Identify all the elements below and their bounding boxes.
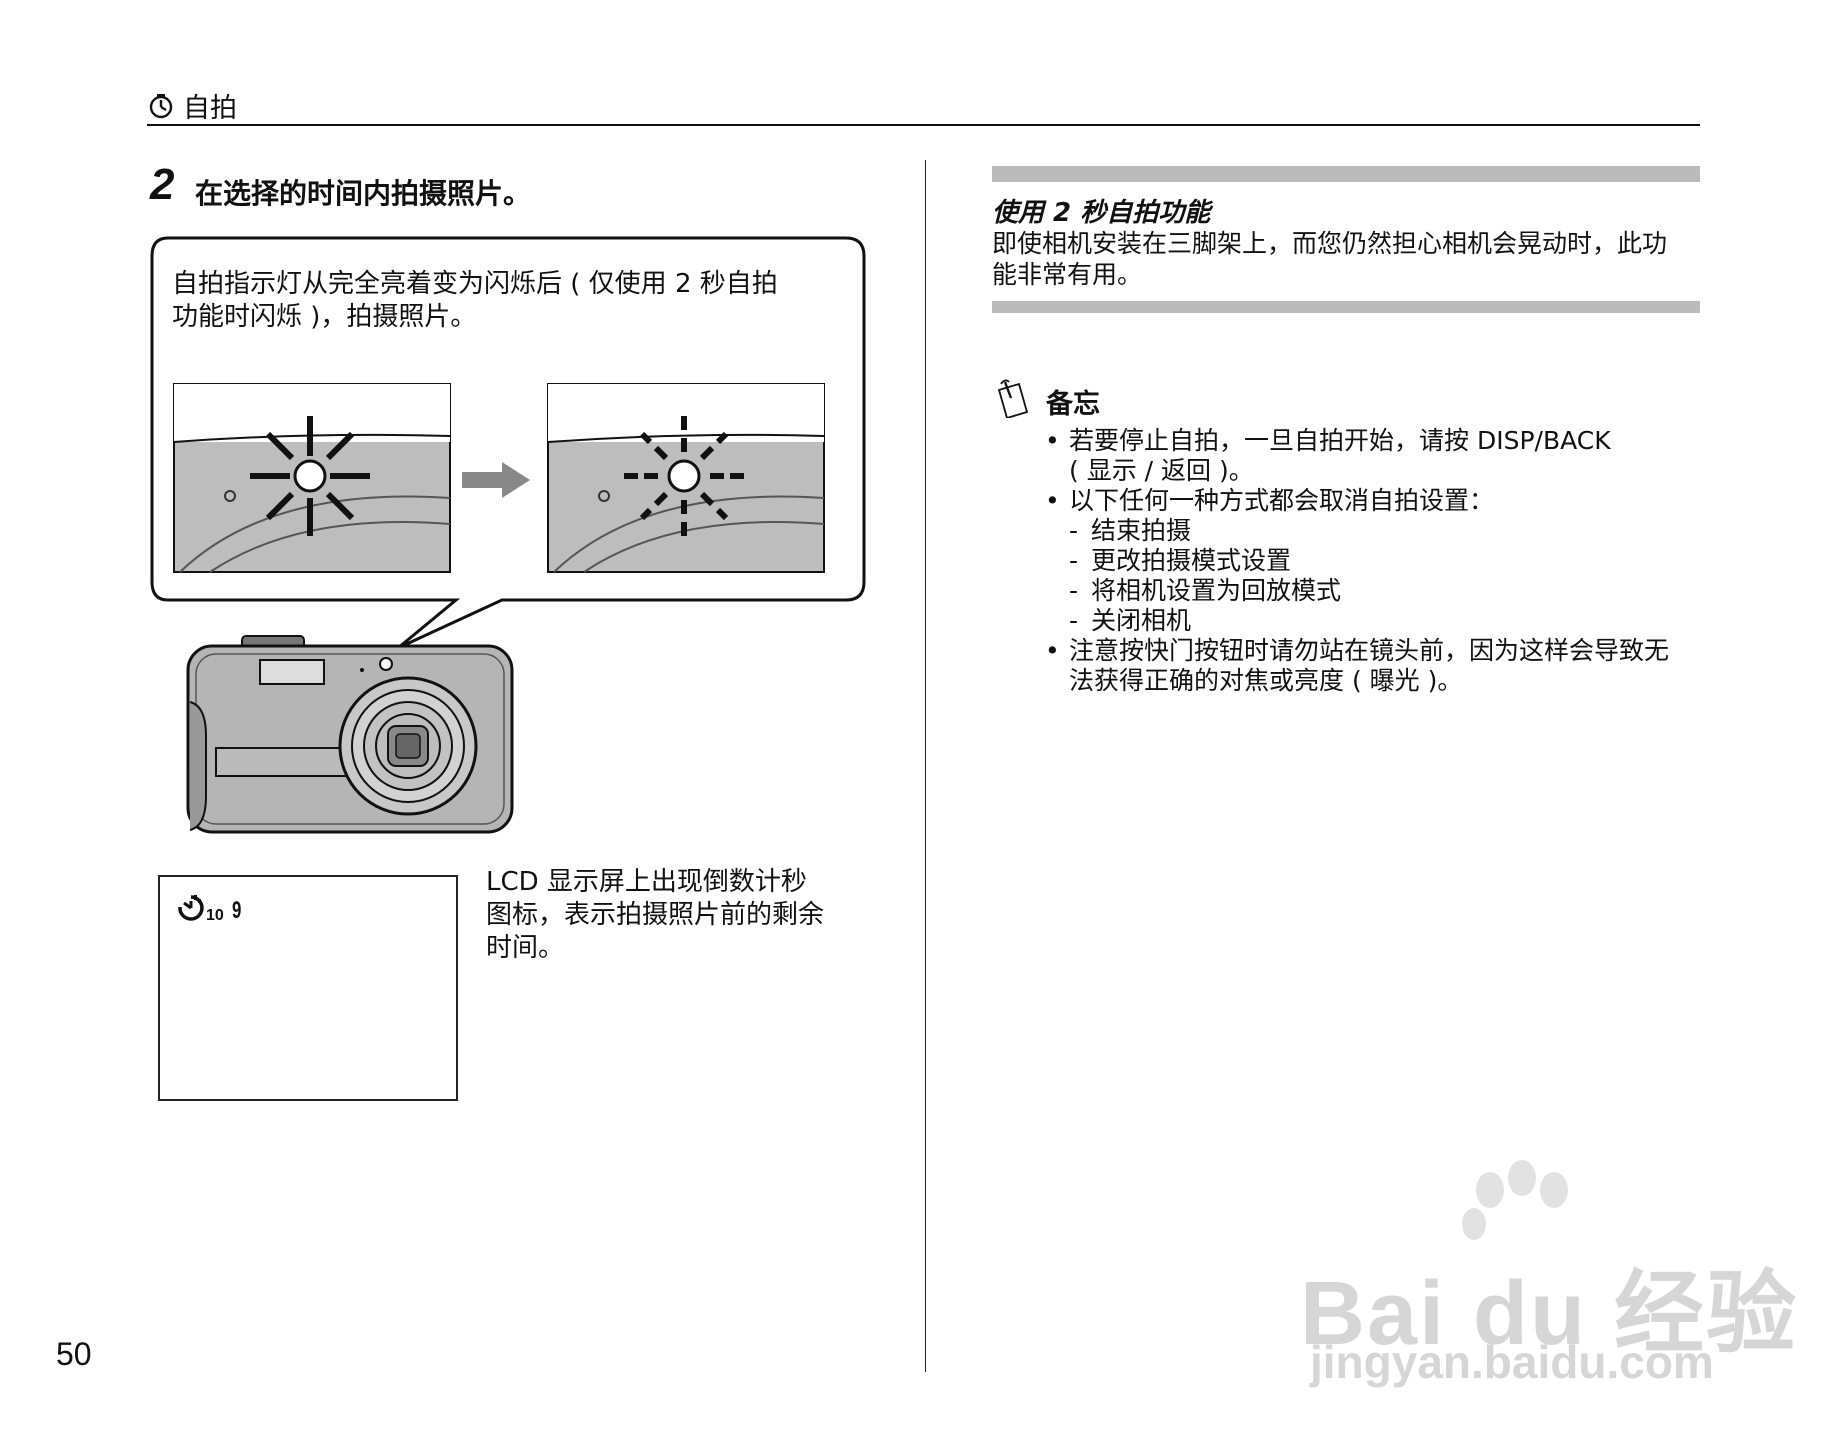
memo-item: 注意按快门按钮时请勿站在镜头前，因为这样会导致无 — [1045, 636, 1705, 666]
page-header: 自拍 — [147, 86, 237, 125]
camera-illustration — [150, 236, 866, 834]
memo-item-continued: 法获得正确的对焦或亮度 ( 曝光 )。 — [1069, 666, 1463, 695]
self-timer-icon — [178, 895, 204, 921]
callout-text-line: 功能时闪烁 )，拍摄照片。 — [172, 302, 477, 332]
tip-body-line: 即使相机安装在三脚架上，而您仍然担心相机会晃动时，此功 — [992, 229, 1668, 258]
memo-list: 若要停止自拍，一旦自拍开始，请按 DISP/BACK ( 显示 / 返回 )。 … — [1045, 426, 1705, 696]
memo-note-icon — [997, 379, 1029, 418]
watermark-url: jingyan.baidu.com — [1310, 1336, 1714, 1388]
memo-subitem: -结束拍摄 — [1069, 516, 1192, 545]
memo-subitem: -将相机设置为回放模式 — [1069, 576, 1342, 605]
watermark-logo-text: Bai du 经验 — [1300, 1264, 1799, 1364]
memo-subitem: -更改拍摄模式设置 — [1069, 546, 1292, 575]
memo-item: 若要停止自拍，一旦自拍开始，请按 DISP/BACK — [1045, 426, 1705, 456]
tip-title: 使用 2 秒自拍功能 — [992, 198, 1211, 228]
lcd-caption: LCD 显示屏上出现倒数计秒 图标，表示拍摄照片前的剩余 时间。 — [486, 866, 866, 965]
memo-subitem: -关闭相机 — [1069, 606, 1192, 635]
baidu-paw-logo — [1462, 1160, 1568, 1240]
camera-body — [186, 635, 514, 834]
tip-body-line: 能非常有用。 — [992, 260, 1143, 289]
column-divider — [925, 160, 926, 1372]
countdown-trailing-digit: 9 — [231, 897, 242, 924]
tip-body: 即使相机安装在三脚架上，而您仍然担心相机会晃动时，此功 能非常有用。 — [992, 228, 1700, 290]
callout-text: 自拍指示灯从完全亮着变为闪烁后 ( 仅使用 2 秒自拍 功能时闪烁 )，拍摄照片… — [172, 268, 852, 334]
tip-bottom-bar — [992, 301, 1700, 313]
lamp-blinking-panel — [547, 383, 825, 573]
step-heading: 在选择的时间内拍摄照片。 — [195, 177, 532, 210]
header-divider — [147, 124, 1700, 126]
transition-arrow-icon — [462, 462, 530, 498]
lcd-caption-line: LCD 显示屏上出现倒数计秒 — [486, 867, 807, 897]
memo-item-continued: ( 显示 / 返回 )。 — [1069, 456, 1254, 485]
callout-text-line: 自拍指示灯从完全亮着变为闪烁后 ( 仅使用 2 秒自拍 — [172, 269, 778, 299]
tip-top-bar — [992, 166, 1700, 182]
page-number: 50 — [56, 1336, 92, 1372]
lcd-caption-line: 时间。 — [486, 933, 565, 963]
self-timer-icon — [149, 93, 173, 118]
countdown-seconds: 10 — [206, 907, 224, 924]
header-title: 自拍 — [183, 93, 237, 124]
memo-item: 以下任何一种方式都会取消自拍设置： — [1045, 486, 1705, 516]
lcd-screen: 10 9 — [158, 875, 458, 1101]
lamp-steady-panel — [173, 383, 451, 573]
countdown-indicator: 10 9 — [176, 893, 243, 925]
lcd-caption-line: 图标，表示拍摄照片前的剩余 — [486, 900, 825, 930]
step-number: 2 — [150, 160, 175, 209]
memo-title: 备忘 — [1046, 389, 1100, 420]
